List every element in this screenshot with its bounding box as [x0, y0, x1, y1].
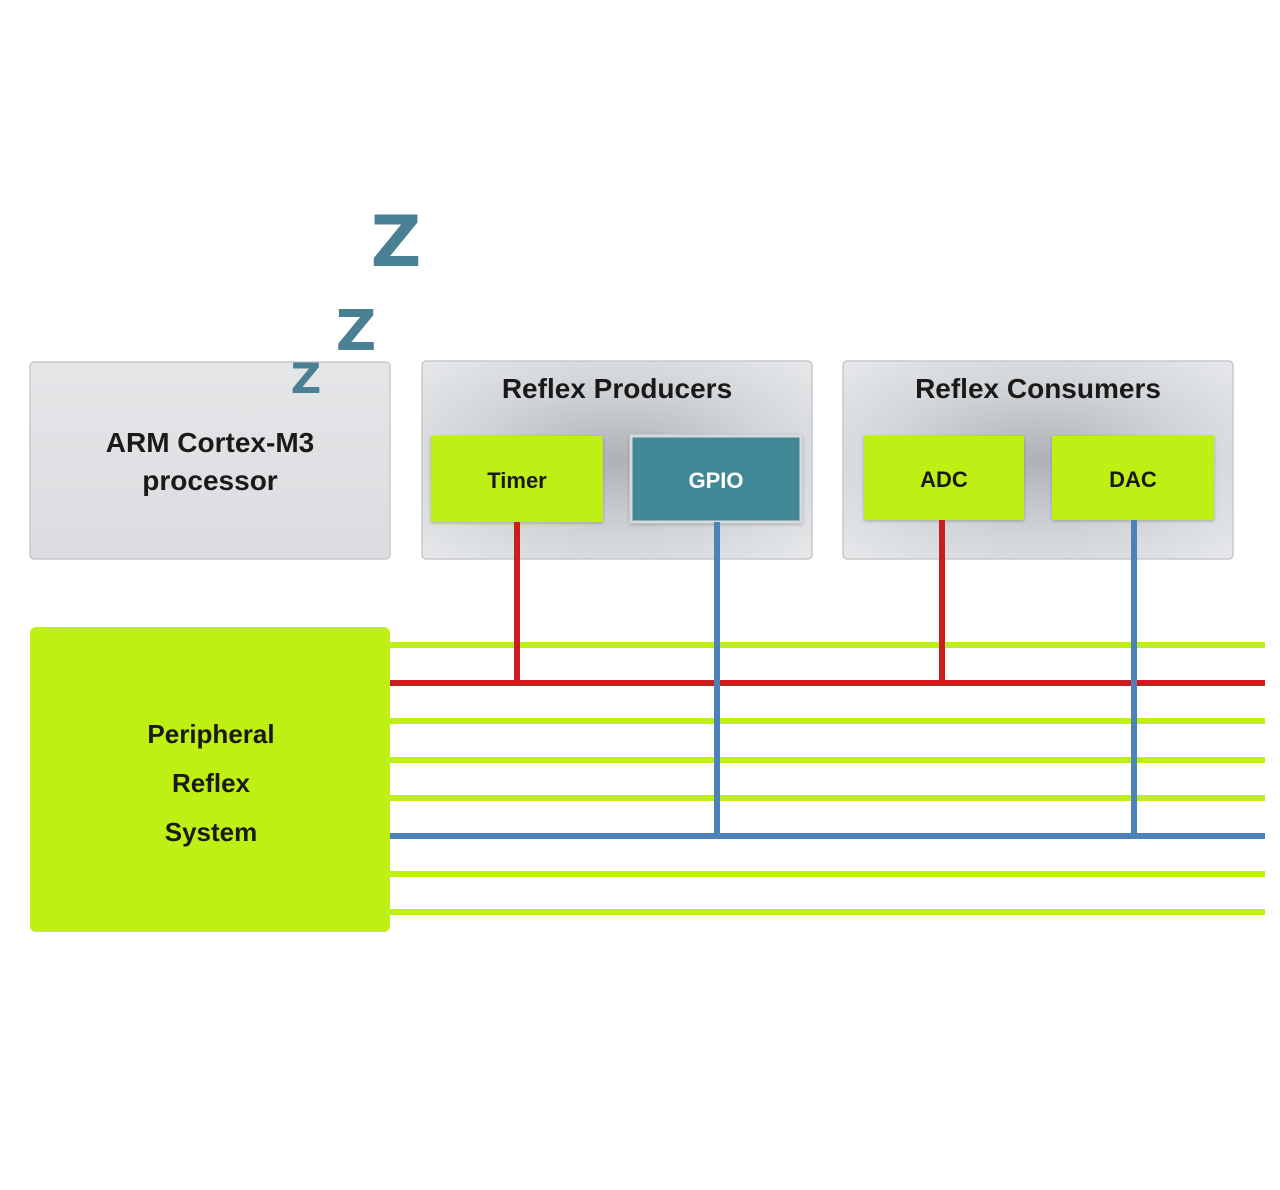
timer-label: Timer	[487, 468, 547, 493]
consumers-title: Reflex Consumers	[915, 373, 1161, 404]
adc-block: ADC	[864, 436, 1024, 520]
signal-bus-lines	[390, 642, 1265, 915]
peripheral-reflex-system-block: Peripheral Reflex System	[30, 627, 390, 932]
arm-processor-block: ARM Cortex-M3 processor	[29, 361, 391, 560]
processor-label-line1: ARM Cortex-M3	[106, 427, 314, 458]
processor-label-line2: processor	[142, 465, 277, 496]
sleep-zzz-icon: Z Z Z	[291, 201, 422, 403]
reflex-consumers-panel: Reflex Consumers ADC DAC	[842, 360, 1234, 560]
producers-title: Reflex Producers	[502, 373, 732, 404]
adc-label: ADC	[920, 467, 968, 492]
prs-label-line3: System	[165, 817, 258, 847]
sleep-z-medium: Z	[336, 299, 377, 364]
timer-block: Timer	[431, 436, 603, 522]
sleep-z-large: Z	[371, 201, 422, 283]
gpio-label: GPIO	[688, 468, 743, 493]
dac-block: DAC	[1052, 436, 1214, 520]
reflex-producers-panel: Reflex Producers Timer GPIO	[421, 360, 813, 560]
dac-label: DAC	[1109, 467, 1157, 492]
prs-label-line2: Reflex	[172, 768, 251, 798]
gpio-block: GPIO	[629, 434, 803, 524]
prs-label-line1: Peripheral	[147, 719, 274, 749]
sleep-z-small: Z	[291, 354, 321, 403]
signal-taps	[514, 520, 1137, 836]
